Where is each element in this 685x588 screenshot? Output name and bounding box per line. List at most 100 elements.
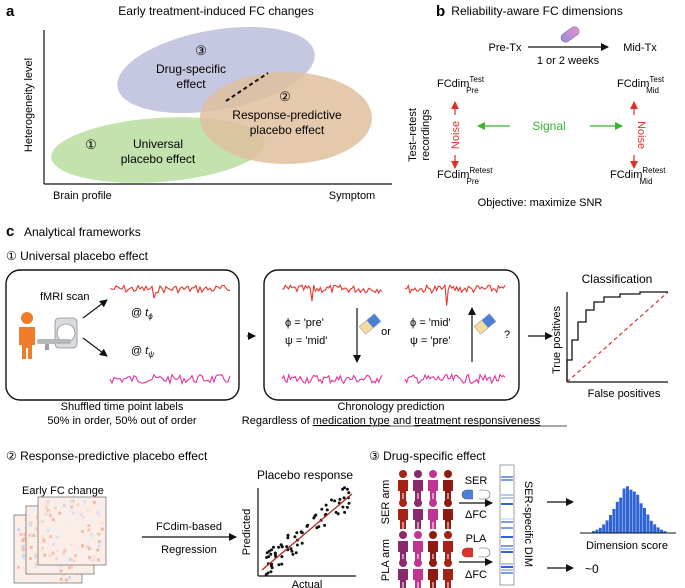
scatter-point — [345, 505, 349, 509]
scatter-point — [286, 533, 290, 537]
shuffle-caption-1: Shuffled time point labels — [61, 401, 184, 413]
histogram-bar — [612, 508, 616, 533]
histogram-bar — [602, 524, 606, 533]
dim-label: SER-specific DIM — [522, 481, 534, 567]
signal-label: Signal — [532, 119, 565, 133]
fc-matrix-cell — [97, 544, 101, 548]
person-body — [398, 569, 408, 588]
fc-matrix-cell — [61, 553, 65, 557]
early-fc-label: Early FC change — [22, 485, 104, 497]
mid-tx-label: Mid-Tx — [623, 42, 657, 54]
histogram-bar — [609, 515, 612, 533]
roc-ylabel: True positives — [551, 305, 563, 374]
person-body — [428, 569, 438, 588]
fc-matrix-cell — [29, 521, 33, 525]
scatter-point — [330, 498, 333, 502]
person-body — [428, 541, 438, 561]
ellipse-response-shape — [200, 72, 372, 164]
panel-c-title: Analytical frameworks — [24, 225, 141, 239]
scatter-point — [324, 503, 328, 507]
noise-gap-left — [449, 115, 461, 155]
person-body — [398, 509, 408, 529]
scatter-point — [347, 501, 351, 505]
fc-matrix-cell — [89, 532, 93, 536]
pla-arm-label: PLA arm — [380, 539, 392, 581]
scatter-xlabel: Actual — [292, 579, 323, 588]
scatter-point — [338, 497, 342, 501]
panel-b-title: Reliability-aware FC dimensions — [451, 4, 622, 18]
histogram-bar — [636, 494, 640, 533]
fc-vector-stripe — [501, 479, 513, 481]
fc-vector-stripes — [501, 476, 513, 574]
ser-arm-label: SER arm — [380, 480, 392, 525]
scatter-point — [345, 487, 349, 491]
fc-matrix-cell — [56, 553, 60, 557]
person-body — [443, 569, 453, 588]
scatter-point — [280, 555, 284, 559]
fc-matrix-cell — [46, 529, 50, 532]
fc-vector-stripe — [501, 494, 513, 496]
person-body — [413, 480, 423, 500]
fc-matrix-cell — [62, 504, 66, 508]
fc-matrix-cell — [76, 503, 80, 507]
fc-matrix-cell — [48, 510, 52, 514]
at-t-phi: @tϕ — [131, 307, 153, 321]
roc-curve — [566, 291, 668, 382]
fc-matrix-cell — [44, 512, 48, 516]
fc-matrix-cell — [44, 505, 48, 509]
scatter-points — [264, 486, 351, 577]
fc-matrix-cell — [74, 554, 77, 558]
ellipse-response-line1: Response-predictive — [232, 108, 342, 122]
fc-matrix-cell — [29, 524, 33, 528]
person-body — [398, 480, 408, 500]
fc-matrix-cell — [92, 500, 96, 504]
scatter-point — [293, 535, 297, 539]
regression-line — [261, 493, 353, 571]
histogram-bar — [622, 488, 626, 533]
person-head — [399, 499, 407, 507]
histogram-bar — [632, 491, 636, 533]
ellipse-drug-number: ③ — [195, 43, 207, 58]
person-head — [444, 470, 452, 478]
at-t-psi: @tψ — [131, 345, 154, 359]
histogram-bar — [615, 501, 619, 533]
fc-matrix-cell — [17, 565, 20, 569]
fc-vector-stripe — [501, 503, 513, 505]
mri-scanner-icon — [37, 317, 78, 350]
order1-phi: ϕ = 'pre' — [285, 317, 324, 329]
person-head — [444, 559, 452, 567]
fc-matrix-cell — [81, 530, 85, 533]
histogram-bar — [639, 503, 643, 533]
fc-matrix-cell — [32, 508, 36, 512]
person-head — [444, 531, 452, 539]
fc-matrix-cell — [62, 550, 66, 554]
timeseries-pink-2 — [281, 372, 383, 385]
fc-matrix-cell — [42, 540, 46, 544]
order2-psi: ψ = 'pre' — [410, 335, 450, 347]
timeseries-red-2 — [282, 284, 383, 302]
fc-vector-stripe — [501, 497, 513, 499]
person-head — [429, 531, 437, 539]
person-body — [443, 541, 453, 561]
fc-matrix-cell — [80, 512, 84, 516]
scatter-point — [305, 524, 309, 528]
fc-matrix-cell — [62, 573, 66, 577]
fc-matrix-cell — [83, 500, 87, 504]
scatter-point — [291, 552, 295, 556]
scatter-point — [264, 573, 268, 577]
fc-matrix-cell — [69, 499, 73, 503]
fc-matrix-cell — [69, 557, 72, 561]
scatter-point — [289, 547, 293, 551]
order1-psi: ψ = 'mid' — [285, 335, 327, 347]
scatter-point — [299, 530, 303, 534]
question-mark: ? — [504, 329, 510, 341]
person-head — [429, 499, 437, 507]
scatter-point — [300, 541, 304, 545]
fc-vector-stripe — [501, 569, 513, 571]
timeseries-pink-3 — [404, 372, 506, 385]
fc-matrix-cell — [34, 562, 38, 566]
scatter-point — [325, 508, 329, 512]
fc-matrix-cell — [101, 539, 105, 543]
